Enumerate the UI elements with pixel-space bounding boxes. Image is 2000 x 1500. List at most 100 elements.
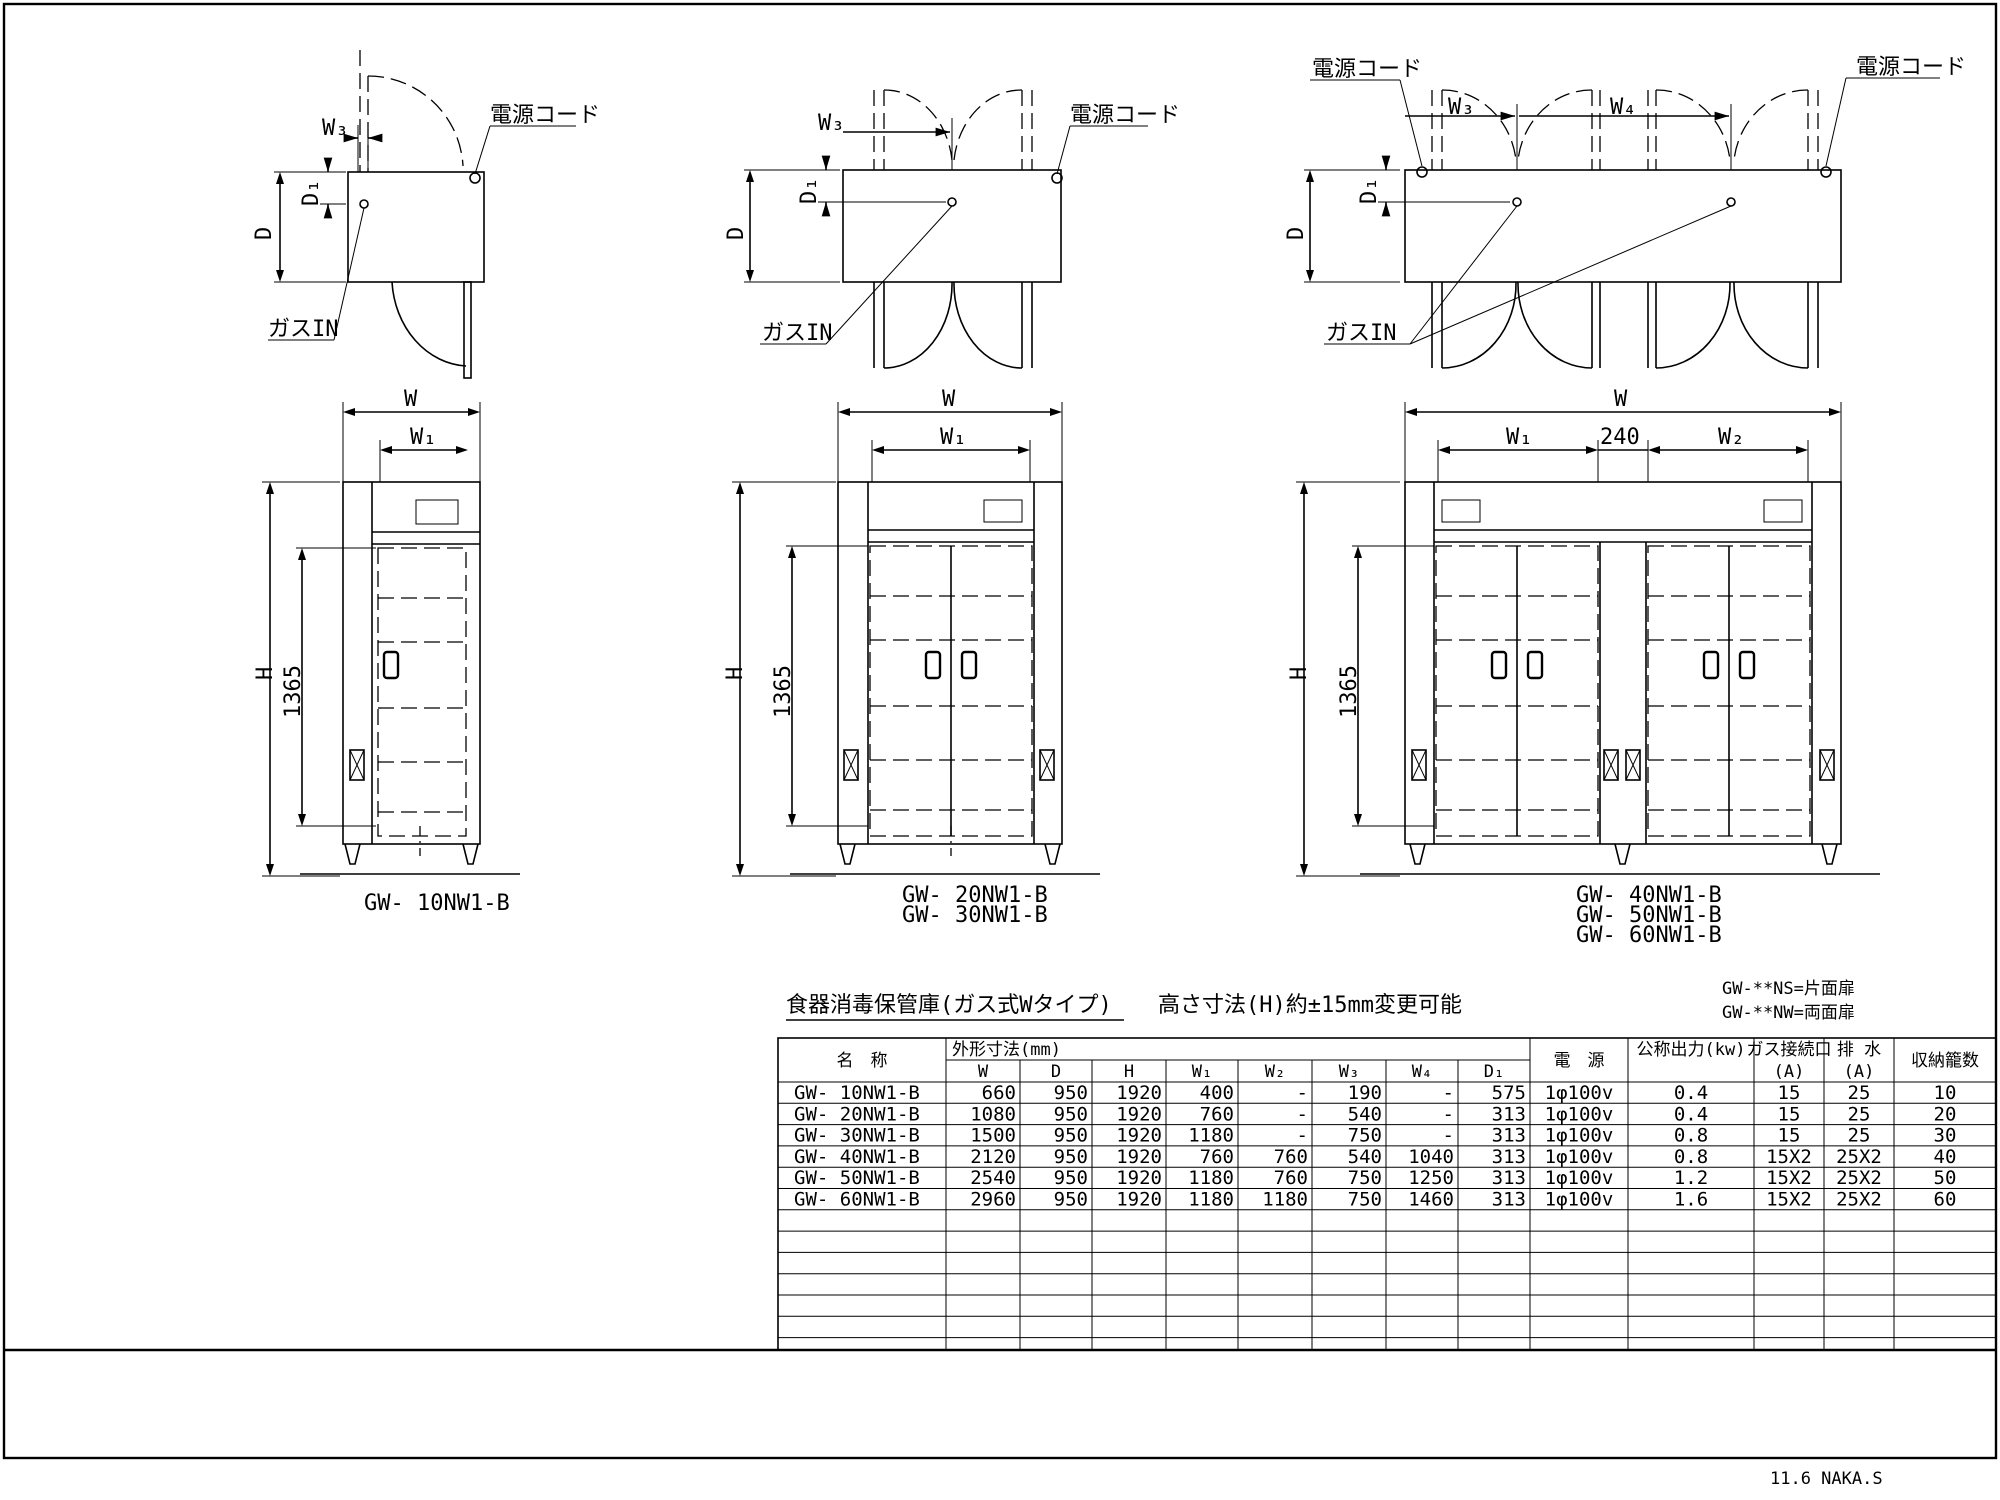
table-cell: 0.4 bbox=[1674, 1103, 1708, 1125]
dim-1365-label: 1365 bbox=[771, 665, 796, 718]
dim-d1-label: D₁ bbox=[797, 178, 822, 205]
table-cell: 950 bbox=[1054, 1103, 1088, 1125]
table-cell: - bbox=[1443, 1082, 1454, 1104]
table-cell: 1180 bbox=[1188, 1167, 1234, 1189]
model-label: GW- 20NW1-B bbox=[902, 883, 1048, 908]
model-label: GW- 30NW1-B bbox=[902, 903, 1048, 928]
table-cell: 1φ100v bbox=[1545, 1103, 1614, 1125]
table-cell: 190 bbox=[1348, 1082, 1382, 1104]
power-cord-label: 電源コード bbox=[490, 103, 600, 128]
top-view-double: W₃ D D₁ ガスIN 電源コード bbox=[724, 89, 1180, 369]
dim-w3-label: W₃ bbox=[322, 116, 349, 141]
dim-w4-label: W₄ bbox=[1610, 95, 1637, 120]
table-cell: 25 bbox=[1848, 1125, 1871, 1147]
table-cell: 540 bbox=[1348, 1146, 1382, 1168]
sheet-border bbox=[2, 2, 1998, 1460]
table-cell: 313 bbox=[1492, 1125, 1526, 1147]
table-cell: 20 bbox=[1934, 1103, 1957, 1125]
table-cell: 15X2 bbox=[1766, 1189, 1812, 1211]
model-label: GW- 50NW1-B bbox=[1576, 903, 1722, 928]
table-cell: 1180 bbox=[1262, 1189, 1308, 1211]
header-w1: W₁ bbox=[1192, 1062, 1212, 1082]
table-cell: 760 bbox=[1200, 1103, 1234, 1125]
door-note: GW-**NS=片面扉 bbox=[1722, 979, 1855, 999]
header-drain-unit: (A) bbox=[1844, 1062, 1875, 1082]
table-cell: 313 bbox=[1492, 1189, 1526, 1211]
table-cell: 540 bbox=[1348, 1103, 1382, 1125]
table-cell: 1.2 bbox=[1674, 1167, 1708, 1189]
table-cell: 950 bbox=[1054, 1167, 1088, 1189]
table-cell: 313 bbox=[1492, 1146, 1526, 1168]
front-view-single: W W₁ H 1365 GW- 10NW1-B bbox=[253, 387, 520, 916]
gas-in-label: ガスIN bbox=[762, 321, 833, 346]
dim-w3-label: W₃ bbox=[818, 111, 845, 136]
dim-w1-label: W₁ bbox=[940, 425, 967, 450]
table-cell: 1180 bbox=[1188, 1125, 1234, 1147]
gas-in-label: ガスIN bbox=[1326, 321, 1397, 346]
dim-w2-label: W₂ bbox=[1718, 425, 1745, 450]
top-view-single: W₃ D D₁ ガスIN 電源コード bbox=[252, 50, 600, 379]
table-cell: 15 bbox=[1778, 1125, 1801, 1147]
table-cell: GW- 20NW1-B bbox=[794, 1103, 920, 1125]
header-capacity: 収納籠数 bbox=[1911, 1050, 1979, 1071]
table-cell: 750 bbox=[1348, 1167, 1382, 1189]
table-cell: 950 bbox=[1054, 1125, 1088, 1147]
table-cell: 2120 bbox=[970, 1146, 1016, 1168]
header-drain: 排 水 bbox=[1837, 1040, 1881, 1060]
table-cell: 0.4 bbox=[1674, 1082, 1708, 1104]
dim-h-label: H bbox=[253, 667, 278, 680]
dim-d-label: D bbox=[724, 227, 749, 240]
table-cell: 313 bbox=[1492, 1103, 1526, 1125]
dim-d-label: D bbox=[252, 227, 277, 240]
table-cell: 15 bbox=[1778, 1103, 1801, 1125]
table-cell: 40 bbox=[1934, 1146, 1957, 1168]
table-cell: 950 bbox=[1054, 1146, 1088, 1168]
table-cell: 1460 bbox=[1408, 1189, 1454, 1211]
dim-h-label: H bbox=[723, 667, 748, 680]
table-cell: 15X2 bbox=[1766, 1167, 1812, 1189]
table-cell: 15X2 bbox=[1766, 1146, 1812, 1168]
table-cell: - bbox=[1443, 1103, 1454, 1125]
dim-d1-label: D₁ bbox=[1357, 178, 1382, 205]
table-cell: 750 bbox=[1348, 1189, 1382, 1211]
table-cell: 1920 bbox=[1116, 1167, 1162, 1189]
table-cell: 760 bbox=[1200, 1146, 1234, 1168]
height-note: 高さ寸法(H)約±15mm変更可能 bbox=[1158, 993, 1462, 1018]
table-cell: - bbox=[1297, 1082, 1308, 1104]
header-name: 名 称 bbox=[837, 1051, 888, 1071]
table-cell: 313 bbox=[1492, 1167, 1526, 1189]
table-cell: 1920 bbox=[1116, 1125, 1162, 1147]
dim-w3-label: W₃ bbox=[1448, 95, 1475, 120]
drawing-title: 食器消毒保管庫(ガス式Wタイプ) bbox=[786, 993, 1112, 1018]
dim-w-label: W bbox=[942, 387, 956, 412]
table-cell: 1500 bbox=[970, 1125, 1016, 1147]
table-cell: 1920 bbox=[1116, 1189, 1162, 1211]
model-label: GW- 10NW1-B bbox=[364, 891, 510, 916]
table-cell: 950 bbox=[1054, 1189, 1088, 1211]
table-cell: 10 bbox=[1934, 1082, 1957, 1104]
table-cell: 25X2 bbox=[1836, 1167, 1882, 1189]
header-w3: W₃ bbox=[1339, 1062, 1359, 1082]
table-cell: 1φ100v bbox=[1545, 1189, 1614, 1211]
table-cell: 750 bbox=[1348, 1125, 1382, 1147]
table-border bbox=[777, 1037, 1997, 1351]
header-outer-dims: 外形寸法(mm) bbox=[952, 1040, 1061, 1060]
table-cell: 1920 bbox=[1116, 1146, 1162, 1168]
top-view-quad: W₃ W₄ D D₁ ガスIN 電源コード 電源コード bbox=[1284, 55, 1966, 369]
table-cell: 400 bbox=[1200, 1082, 1234, 1104]
table-cell: 1φ100v bbox=[1545, 1167, 1614, 1189]
table-cell: 25 bbox=[1848, 1082, 1871, 1104]
dim-w-label: W bbox=[404, 387, 418, 412]
header-w: W bbox=[978, 1062, 989, 1082]
dim-w1-label: W₁ bbox=[410, 425, 437, 450]
dim-w-label: W bbox=[1614, 387, 1628, 412]
table-cell: GW- 50NW1-B bbox=[794, 1167, 920, 1189]
header-gas-unit: (A) bbox=[1774, 1062, 1805, 1082]
table-cell: 760 bbox=[1274, 1167, 1308, 1189]
header-w4: W₄ bbox=[1412, 1062, 1432, 1082]
power-cord-label: 電源コード bbox=[1856, 55, 1966, 80]
table-cell: 1250 bbox=[1408, 1167, 1454, 1189]
table-cell: 2960 bbox=[970, 1189, 1016, 1211]
